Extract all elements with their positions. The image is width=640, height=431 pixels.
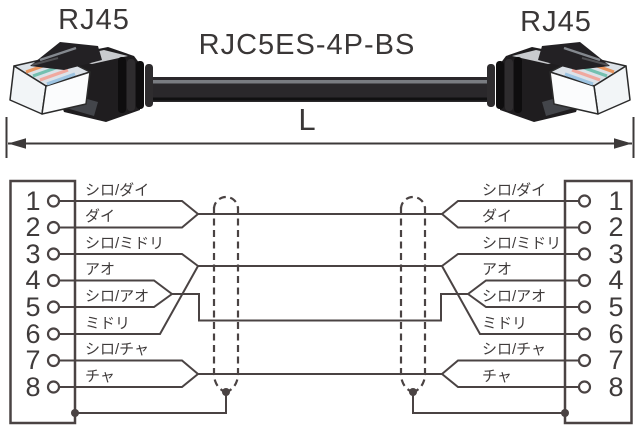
- wire-color-label: チャ: [85, 368, 115, 385]
- pin-number: 8: [608, 372, 624, 402]
- wire-color-label: チャ: [482, 368, 512, 385]
- wiring-diagram: [9, 179, 633, 425]
- dimension-arrow-right: [614, 138, 632, 149]
- length-dimension-line: [5, 117, 635, 158]
- dimension-arrow-left: [8, 138, 26, 149]
- length-symbol: L: [298, 102, 316, 137]
- pin-number: 2: [608, 212, 624, 242]
- cable-illustration: [146, 77, 494, 102]
- pin-number: 6: [25, 319, 41, 349]
- wire-color-label: シロ/ダイ: [85, 182, 150, 199]
- pin-number: 8: [25, 372, 41, 402]
- wire-color-label: シロ/チャ: [482, 341, 547, 358]
- shield-junction-dot: [409, 388, 417, 396]
- wire-color-label: アオ: [85, 261, 116, 278]
- wire-color-label: アオ: [482, 261, 513, 278]
- pin-number: 4: [608, 265, 624, 295]
- pin-number: 7: [25, 345, 41, 375]
- rj45-connector-left-illustration: [9, 42, 153, 122]
- wire-color-label: ミドリ: [482, 315, 528, 332]
- pin-number: 5: [608, 292, 624, 322]
- pin-number: 4: [25, 265, 41, 295]
- pin-number: 1: [608, 186, 624, 216]
- wire-color-label: ミドリ: [85, 315, 131, 332]
- pin-number: 3: [25, 239, 41, 269]
- shield-junction-dot: [71, 409, 79, 417]
- wire-color-label: ダイ: [85, 208, 116, 225]
- pin-number: 2: [25, 212, 41, 242]
- wire-color-label: シロ/アオ: [85, 288, 150, 305]
- pin-number: 6: [608, 319, 624, 349]
- wire-color-label: シロ/ダイ: [482, 182, 547, 199]
- left-connector-type-label: RJ45: [58, 4, 130, 36]
- shield-junction-dot: [222, 388, 230, 396]
- wire-color-label: シロ/ミドリ: [85, 235, 165, 252]
- wire-color-label: ダイ: [482, 208, 513, 225]
- wire-color-label: シロ/アオ: [482, 288, 547, 305]
- wire-color-label: シロ/チャ: [85, 341, 150, 358]
- cable-model-label: RJC5ES-4P-BS: [198, 29, 416, 61]
- wire-color-label: シロ/ミドリ: [482, 235, 562, 252]
- shield-drain-wire: [75, 392, 565, 414]
- right-connector-type-label: RJ45: [520, 6, 592, 38]
- left-pin-terminals: [46, 194, 61, 394]
- right-pin-terminals: [577, 194, 592, 394]
- shield-boundary-right: [399, 195, 427, 393]
- shield-junction-dot: [561, 409, 569, 417]
- pin-number: 7: [608, 345, 624, 375]
- pin-number: 5: [25, 292, 41, 322]
- pin-number: 3: [608, 239, 624, 269]
- right-connector-body-outline: [563, 179, 633, 425]
- conductor-wires: [59, 200, 581, 388]
- rj45-connector-right-illustration: [487, 42, 631, 122]
- pin-number: 1: [25, 186, 41, 216]
- left-connector-body-outline: [9, 179, 77, 425]
- shield-boundary-left: [212, 195, 240, 393]
